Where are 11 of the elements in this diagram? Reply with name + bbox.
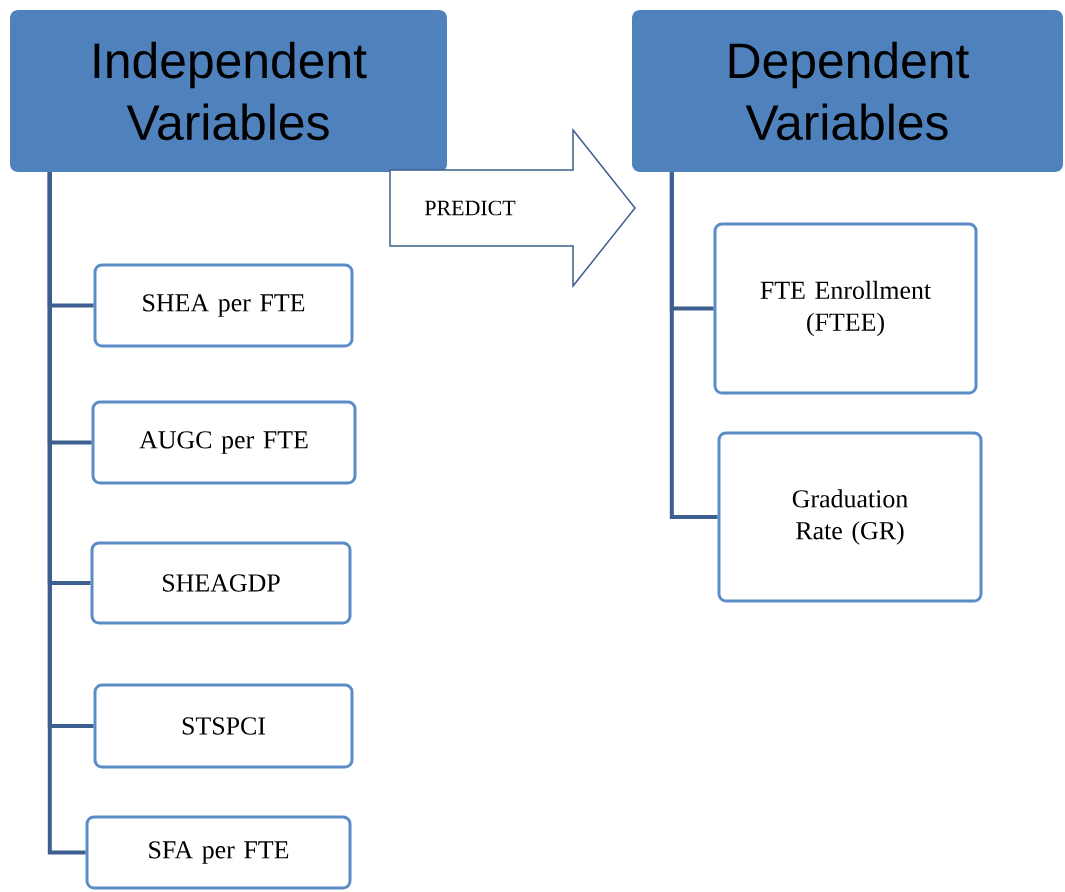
variable-box: SFA per FTE: [85, 815, 352, 890]
header-box: Independent Variables: [10, 10, 447, 172]
variable-box: STSPCI: [93, 683, 354, 769]
variable-box: FTE Enrollment (FTEE): [713, 222, 978, 395]
variable-box: SHEAGDP: [90, 541, 352, 625]
variable-box: Graduation Rate (GR): [717, 431, 983, 603]
connector-line: [47, 172, 86, 855]
connector-line: [669, 172, 718, 519]
header-box: Dependent Variables: [632, 10, 1063, 172]
variable-box: AUGC per FTE: [91, 400, 357, 485]
variable-box: SHEA per FTE: [93, 263, 354, 348]
